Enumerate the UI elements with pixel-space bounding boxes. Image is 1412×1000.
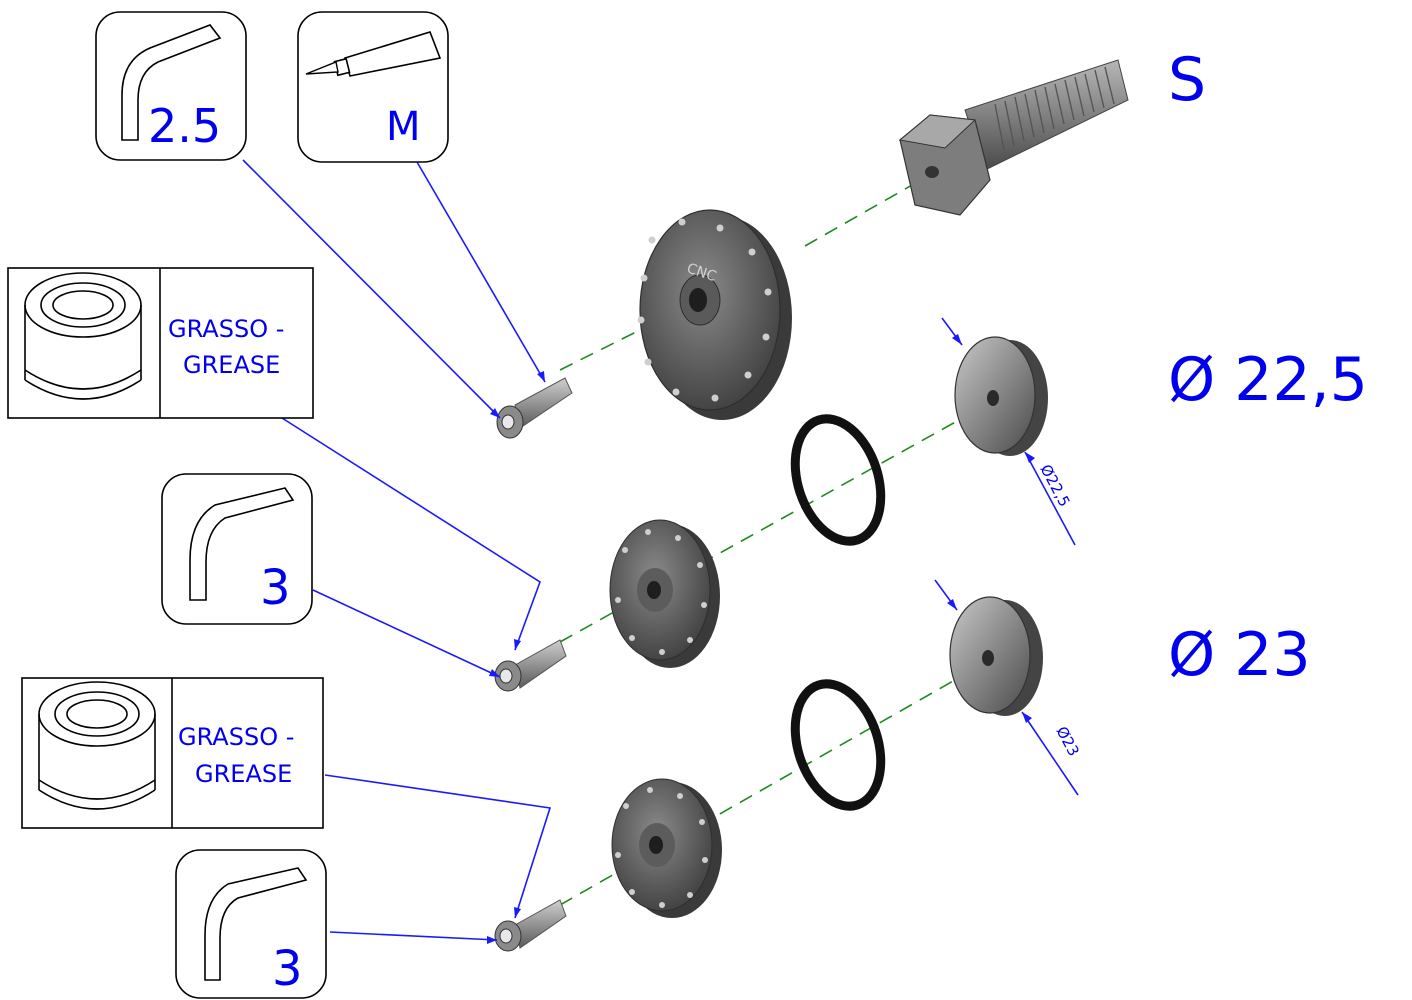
disc-holes — [637, 218, 772, 402]
dimension-low-label: Ø23 — [1052, 723, 1082, 759]
centerline-top — [559, 299, 701, 371]
bottom-disc-cap — [611, 778, 722, 918]
variant-label-top: S — [1168, 45, 1206, 115]
variant-label-bottom: Ø 23 — [1168, 620, 1311, 690]
bottom-washer — [949, 596, 1043, 716]
threadlock-label: M — [386, 104, 421, 150]
grease-callout-bottom: GRASSO - GREASE — [21, 677, 324, 829]
threadlock-callout: M — [297, 11, 449, 163]
grease-label-top-2: GREASE — [183, 351, 280, 379]
middle-screw — [494, 639, 567, 692]
hex-key-size-small: 2.5 — [148, 99, 221, 153]
dimension-mid-label: Ø22,5 — [1036, 461, 1073, 509]
top-screw — [496, 377, 573, 439]
middle-o-ring — [790, 414, 886, 546]
grease-label-bottom-1: GRASSO - — [178, 723, 294, 751]
variant-label-middle: Ø 22,5 — [1168, 345, 1368, 415]
hex-key-callout-low: 3 — [175, 849, 327, 999]
top-disc-cap: CNC — [637, 209, 792, 420]
middle-washer — [954, 336, 1048, 456]
tube-icon — [305, 31, 442, 77]
leader-lines — [242, 159, 552, 944]
grease-callout-top: GRASSO - GREASE — [7, 267, 314, 419]
bottom-screw — [494, 899, 567, 952]
bottom-o-ring — [790, 679, 886, 811]
grease-can-icon — [38, 681, 156, 810]
grease-label-bottom-2: GREASE — [195, 760, 292, 788]
hex-key-callout-small: 2.5 — [95, 11, 247, 161]
hex-key-callout-mid: 3 — [161, 473, 313, 625]
hex-key-size-mid: 3 — [260, 560, 291, 616]
grease-can-icon — [24, 272, 142, 400]
bolt-thread — [994, 66, 1115, 151]
hex-bolt — [898, 59, 1129, 216]
middle-disc-cap — [609, 519, 720, 668]
hex-key-size-low: 3 — [272, 941, 303, 997]
grease-label-top-1: GRASSO - — [168, 315, 284, 343]
